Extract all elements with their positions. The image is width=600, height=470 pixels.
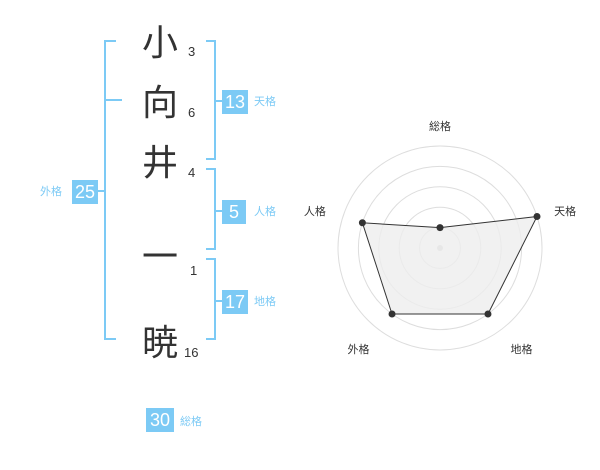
stroke-count-1: 3 [188,44,196,59]
chikaku-value-badge: 17 [222,290,249,314]
stroke-count-2: 6 [188,105,196,120]
chikaku-bracket [206,258,216,340]
name-char-5: 暁 [141,323,178,364]
jinkaku-bracket [206,168,216,250]
radar-points [358,212,541,318]
radar-label-soukaku: 総格 [429,119,451,133]
soukaku-label: 総格 [180,415,202,428]
radar-point [533,212,541,220]
gaikaku-label: 外格 [40,185,62,198]
stroke-count-5: 16 [184,345,199,360]
tenkaku-value-badge: 13 [222,90,249,114]
radar-label-jinkaku: 人格 [304,204,326,218]
chikaku-connector [216,300,222,302]
tenkaku-label: 天格 [254,95,276,108]
name-char-4: 一 [141,237,178,278]
stroke-count-4: 1 [190,263,198,278]
radar-label-tenkaku: 天格 [554,204,576,218]
soukaku-value-badge: 30 [146,408,174,432]
radar-point [436,224,444,232]
name-char-3: 井 [141,143,178,184]
radar-label-gaikaku: 外格 [348,342,370,356]
gaikaku-value-badge: 25 [72,180,99,204]
radar-point [388,310,396,318]
name-char-1: 小 [141,23,178,64]
radar-point [358,219,366,227]
radar-point [484,310,492,318]
jinkaku-label: 人格 [254,205,276,218]
gaikaku-connector [98,190,106,192]
tenkaku-connector [216,100,222,102]
chikaku-label: 地格 [254,295,276,308]
radar-label-chikaku: 地格 [511,342,533,356]
gaikaku-mid-tick [104,99,122,101]
radar-polygon [361,215,538,315]
jinkaku-connector [216,210,222,212]
radar-ring [337,145,543,351]
jinkaku-value-badge: 5 [222,200,246,224]
tenkaku-bracket [206,40,216,160]
name-char-2: 向 [141,83,178,124]
stroke-count-3: 4 [188,165,196,180]
